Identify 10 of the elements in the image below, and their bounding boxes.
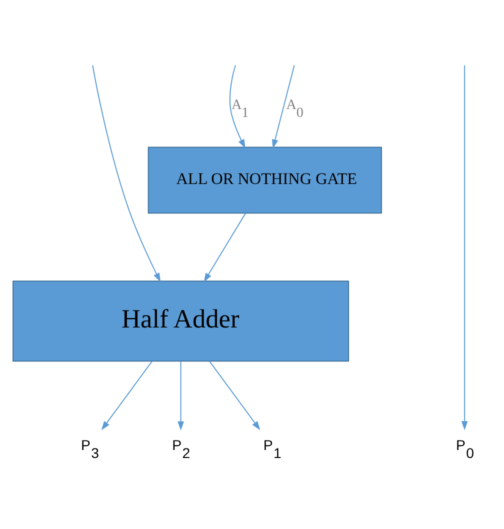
arrow xyxy=(100,360,152,430)
arrow xyxy=(177,360,184,430)
node-box: Half Adder xyxy=(12,280,349,362)
arrow xyxy=(208,360,260,430)
arrow xyxy=(272,64,294,148)
arrow xyxy=(203,212,246,282)
node-box: ALL OR NOTHING GATE xyxy=(147,146,382,214)
arrow xyxy=(460,64,468,430)
arrow xyxy=(228,64,245,148)
arrow xyxy=(92,64,160,282)
